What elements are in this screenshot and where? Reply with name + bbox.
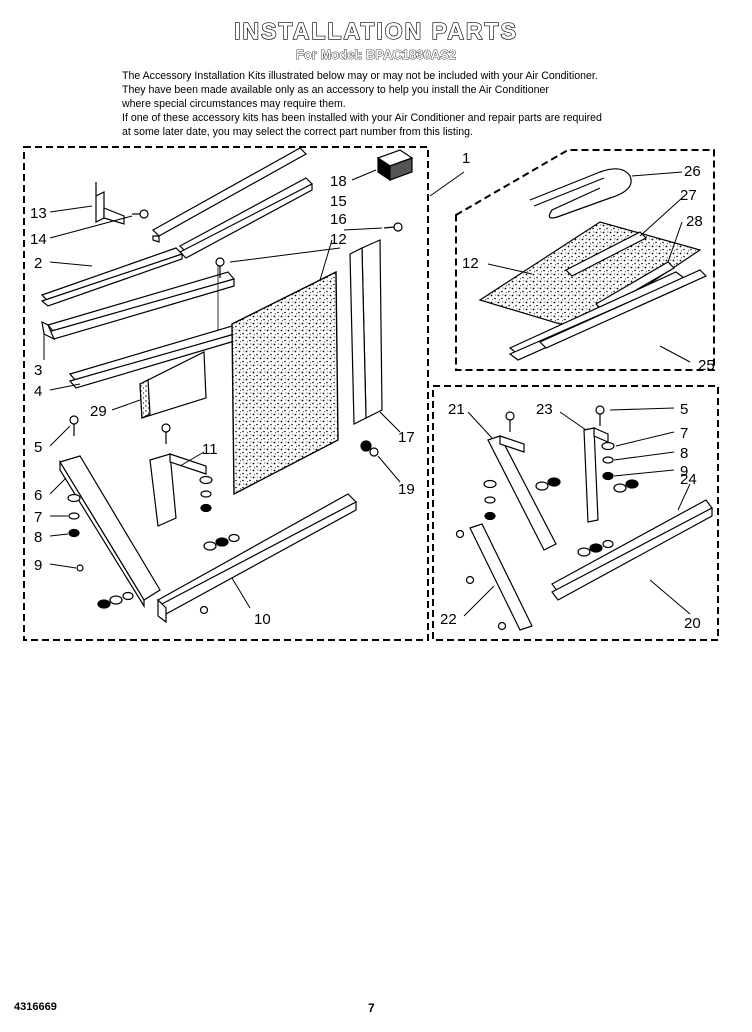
callout-14: 14 <box>30 231 47 248</box>
callout-23: 23 <box>536 401 553 418</box>
callout-12-right: 12 <box>462 255 479 272</box>
seal-29 <box>139 351 207 419</box>
intro-line: The Accessory Installation Kits illustra… <box>122 70 598 82</box>
hardware-stack-mid <box>97 423 240 615</box>
kit-boundary-top-right <box>455 149 715 371</box>
mid-rail <box>41 271 236 341</box>
brace-22 <box>469 523 533 631</box>
callout-11: 11 <box>202 441 218 458</box>
document-number: 4316669 <box>14 1001 57 1013</box>
callout-4: 4 <box>34 383 42 400</box>
callout-7-right: 7 <box>680 425 688 442</box>
screw-19 <box>360 440 379 457</box>
callout-8: 8 <box>34 529 42 546</box>
hardware-stack-left <box>67 415 84 572</box>
callout-3: 3 <box>34 362 42 379</box>
callout-5: 5 <box>34 439 42 456</box>
intro-paragraph: The Accessory Installation Kits illustra… <box>122 69 722 139</box>
foam-strip-27 <box>564 231 648 277</box>
callout-22: 22 <box>440 611 457 628</box>
callout-15: 15 <box>330 193 347 210</box>
callout-9-right: 9 <box>680 463 688 480</box>
callout-26: 26 <box>684 163 701 180</box>
callout-28: 28 <box>686 213 703 230</box>
screw-15 <box>383 222 403 232</box>
callout-17: 17 <box>398 429 415 446</box>
callout-18: 18 <box>330 173 347 190</box>
intro-line: where special circumstances may require … <box>122 98 346 110</box>
callout-19: 19 <box>398 481 415 498</box>
support-11 <box>149 453 207 527</box>
leader-lines <box>43 169 691 617</box>
brace-6 <box>59 455 161 609</box>
callout-27: 27 <box>680 187 697 204</box>
callout-21: 21 <box>448 401 465 418</box>
callout-10: 10 <box>254 611 271 628</box>
brace-21 <box>487 435 557 551</box>
kit-boundary-bottom-right <box>432 385 719 641</box>
callout-8-right: 8 <box>680 445 688 462</box>
callout-29: 29 <box>90 403 107 420</box>
foot-bracket-10 <box>156 493 357 624</box>
page-title: INSTALLATION PARTS <box>233 17 518 44</box>
foam-block-18 <box>376 149 414 182</box>
kit-boundary-main <box>23 146 429 641</box>
callout-16: 16 <box>330 211 347 228</box>
foam-panel-12b <box>478 221 702 331</box>
hardware-stack-right <box>455 405 639 631</box>
callout-5-right: 5 <box>680 401 688 418</box>
screw-16 <box>215 257 225 278</box>
callout-9: 9 <box>34 557 42 574</box>
foot-bracket-24 <box>551 499 713 601</box>
bracket-13 <box>95 182 125 225</box>
top-rail-pieces <box>40 147 313 307</box>
callout-13: 13 <box>30 205 47 222</box>
callout-6: 6 <box>34 487 42 504</box>
intro-line: at some later date, you may select the c… <box>122 126 473 138</box>
gasket-26 <box>529 168 632 219</box>
callout-24: 24 <box>680 471 697 488</box>
callout-12: 12 <box>330 231 347 248</box>
side-channel-17 <box>349 239 383 425</box>
rail-25 <box>508 269 708 361</box>
model-subtitle: For Model: BPAC1830AS2 <box>295 47 457 63</box>
callout-2: 2 <box>34 255 42 272</box>
intro-line: They have been made available only as an… <box>122 84 549 96</box>
callout-1: 1 <box>462 150 470 167</box>
screw-14 <box>132 209 149 219</box>
callout-20: 20 <box>684 615 701 632</box>
foam-panel-12 <box>231 270 339 496</box>
callout-25: 25 <box>698 357 715 374</box>
intro-line: If one of these accessory kits has been … <box>122 112 602 124</box>
callout-7: 7 <box>34 509 42 526</box>
page-number: 7 <box>368 1001 375 1015</box>
